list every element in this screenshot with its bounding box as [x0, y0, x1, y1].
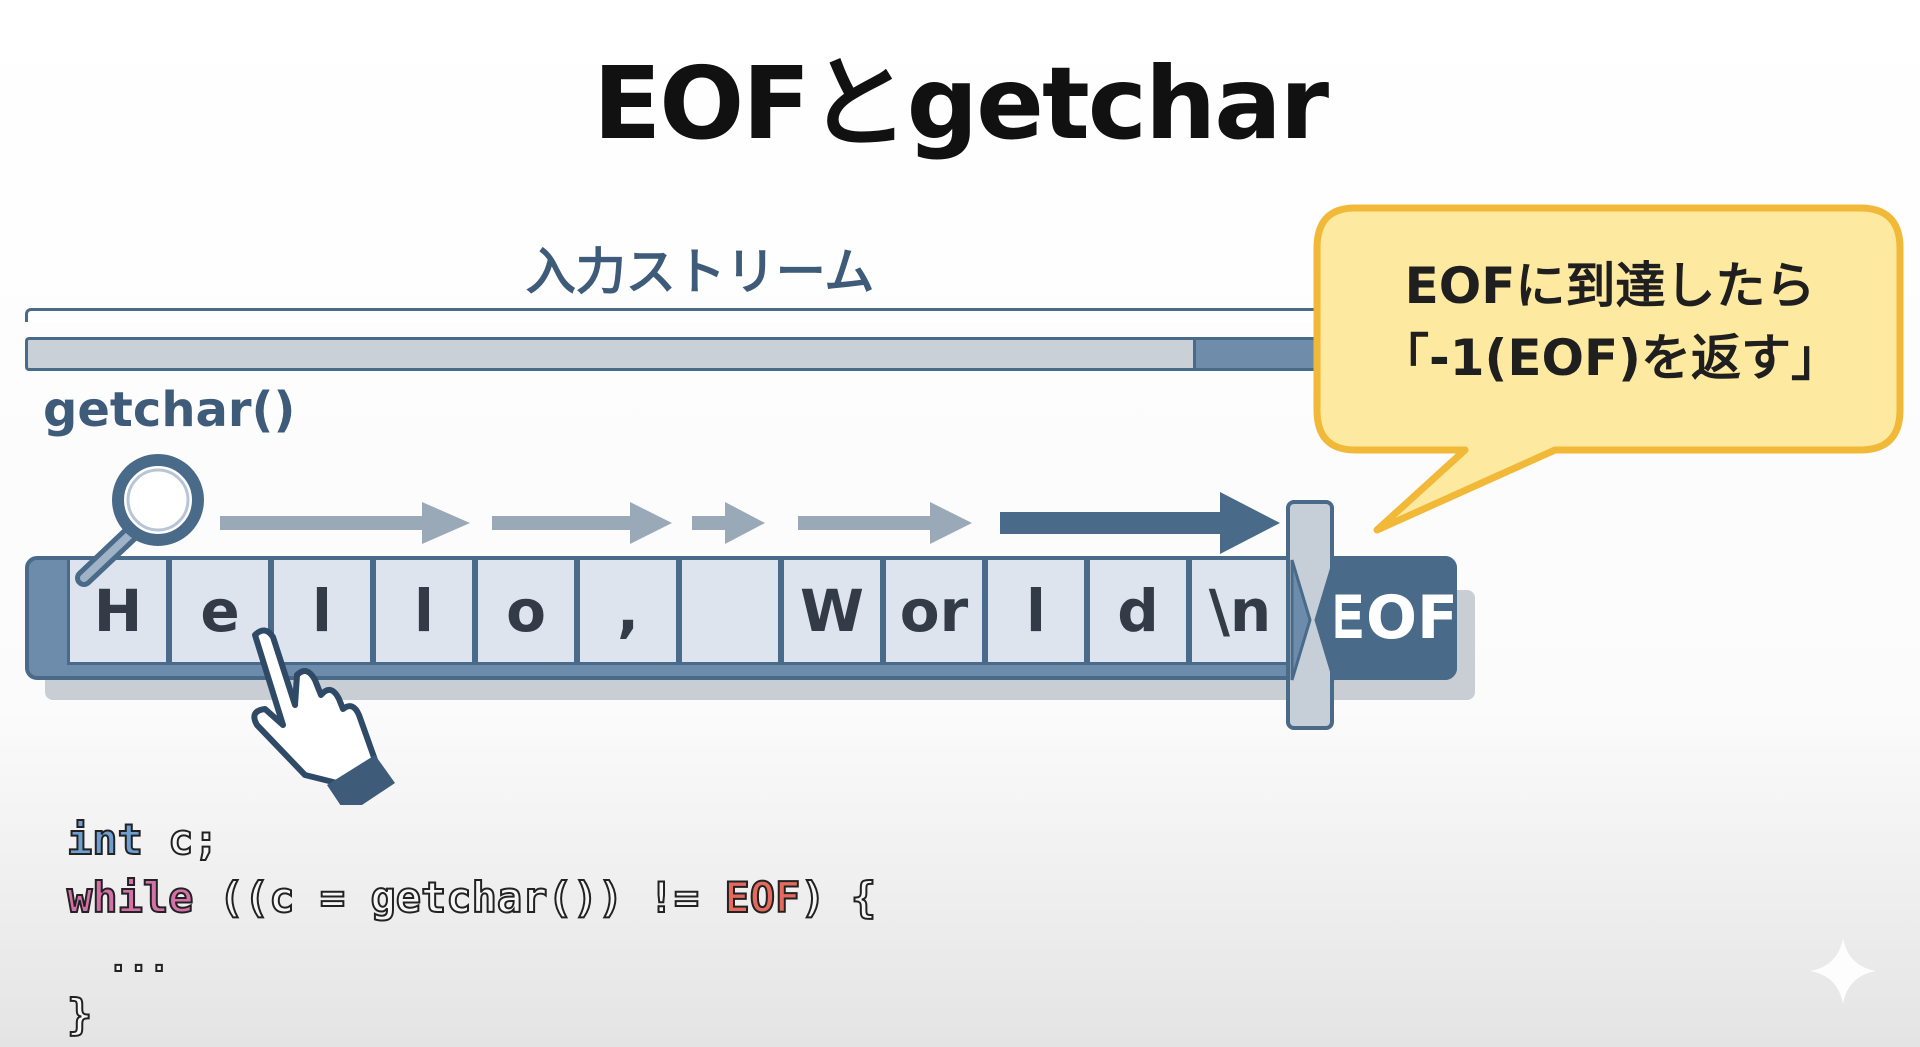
stream-bar-outline — [25, 308, 1325, 322]
read-arrows — [220, 492, 1280, 554]
stream-cell: l — [985, 557, 1087, 665]
code-line-2: while ((c = getchar()) != EOF) { — [66, 872, 877, 923]
page-title: EOFとgetchar — [592, 45, 1329, 162]
arrow-icon — [220, 502, 972, 544]
code-line-1: int c; — [66, 814, 220, 865]
callout-text: EOFに到達したら 「-1(EOF)を返す」 — [1330, 250, 1890, 394]
hand-pointer-icon — [251, 627, 395, 805]
sparkle-icon — [1810, 938, 1876, 1004]
stream-cell: e — [169, 557, 271, 665]
code-text: c; — [142, 814, 220, 865]
stream-cell: , — [577, 557, 679, 665]
code-line-4: } — [66, 989, 93, 1040]
code-keyword-while: while — [66, 872, 194, 923]
code-text: ) { — [799, 872, 877, 923]
stream-cell: l — [373, 557, 475, 665]
stream-cell: or — [883, 557, 985, 665]
stream-cell: l — [271, 557, 373, 665]
boundary-notch — [1290, 559, 1336, 681]
callout-line-2: 「-1(EOF)を返す」 — [1378, 329, 1842, 387]
magnifier-icon — [75, 454, 204, 587]
code-text: ((c = getchar()) != — [193, 872, 725, 923]
stream-cell: o — [475, 557, 577, 665]
code-line-3: ... — [67, 939, 170, 981]
stream-cell: \n — [1189, 557, 1291, 665]
getchar-label: getchar() — [43, 382, 296, 438]
code-eof: EOF — [723, 872, 801, 923]
stream-progress-bar — [25, 337, 1325, 371]
stream-cell: W — [781, 557, 883, 665]
code-keyword-int: int — [66, 814, 144, 865]
stream-cell — [679, 557, 781, 665]
stream-cell: d — [1087, 557, 1189, 665]
stream-progress-fill — [1192, 340, 1322, 368]
stream-label: 入力ストリーム — [525, 243, 875, 301]
arrow-icon-emphasis — [1000, 492, 1280, 554]
stream-cell: H — [67, 557, 169, 665]
callout-bubble — [1313, 204, 1904, 534]
callout-line-1: EOFに到達したら — [1404, 257, 1816, 315]
